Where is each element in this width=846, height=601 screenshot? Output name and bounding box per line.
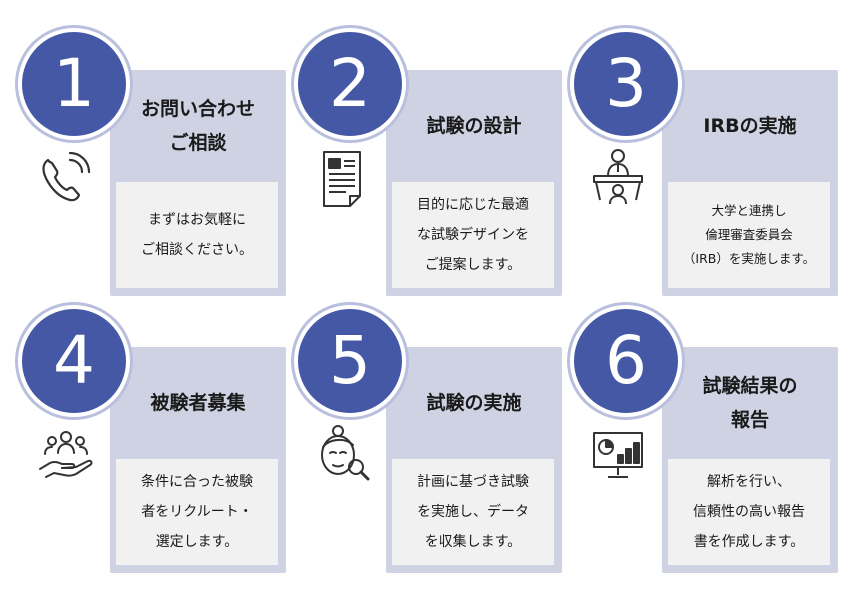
step-2: 試験の設計 目的に応じた最適 な試験デザインを ご提案します。 2 <box>294 28 564 296</box>
step-number: 2 <box>294 28 406 140</box>
step-title: IRBの実施 <box>703 115 797 137</box>
step-description: まずはお気軽に ご相談ください。 <box>116 182 278 288</box>
step-title: 試験の設計 <box>426 115 522 137</box>
step-card: IRBの実施 大学と連携し 倫理審査委員会 （IRB）を実施します。 <box>662 70 838 296</box>
report-chart-icon <box>586 423 650 487</box>
step-number: 3 <box>570 28 682 140</box>
step-card: 試験の実施 計画に基づき試験 を実施し、データ を収集します。 <box>386 347 562 573</box>
step-title: 被験者募集 <box>150 392 246 414</box>
step-number: 4 <box>18 305 130 417</box>
step-card: 被験者募集 条件に合った被験 者をリクルート・ 選定します。 <box>110 347 286 573</box>
document-icon <box>310 146 374 210</box>
step-description: 条件に合った被験 者をリクルート・ 選定します。 <box>116 459 278 565</box>
step-description: 計画に基づき試験 を実施し、データ を収集します。 <box>392 459 554 565</box>
step-title: 試験結果の 報告 <box>702 375 798 431</box>
step-description: 目的に応じた最適 な試験デザインを ご提案します。 <box>392 182 554 288</box>
phone-icon <box>34 146 98 210</box>
step-description: 大学と連携し 倫理審査委員会 （IRB）を実施します。 <box>668 182 830 288</box>
step-6: 試験結果の 報告 解析を行い、 信頼性の高い報告 書を作成します。 6 <box>570 305 840 573</box>
step-card: 試験結果の 報告 解析を行い、 信頼性の高い報告 書を作成します。 <box>662 347 838 573</box>
step-title: お問い合わせ ご相談 <box>140 98 255 154</box>
step-3: IRBの実施 大学と連携し 倫理審査委員会 （IRB）を実施します。 3 <box>570 28 840 296</box>
examine-icon <box>310 423 374 487</box>
step-1: お問い合わせ ご相談 まずはお気軽に ご相談ください。 1 <box>18 28 288 296</box>
step-card: 試験の設計 目的に応じた最適 な試験デザインを ご提案します。 <box>386 70 562 296</box>
step-description: 解析を行い、 信頼性の高い報告 書を作成します。 <box>668 459 830 565</box>
committee-icon <box>586 146 650 210</box>
step-number: 6 <box>570 305 682 417</box>
recruit-icon <box>34 423 98 487</box>
step-number: 5 <box>294 305 406 417</box>
step-card: お問い合わせ ご相談 まずはお気軽に ご相談ください。 <box>110 70 286 296</box>
step-number: 1 <box>18 28 130 140</box>
step-5: 試験の実施 計画に基づき試験 を実施し、データ を収集します。 5 <box>294 305 564 573</box>
step-title: 試験の実施 <box>426 392 522 414</box>
step-4: 被験者募集 条件に合った被験 者をリクルート・ 選定します。 4 <box>18 305 288 573</box>
